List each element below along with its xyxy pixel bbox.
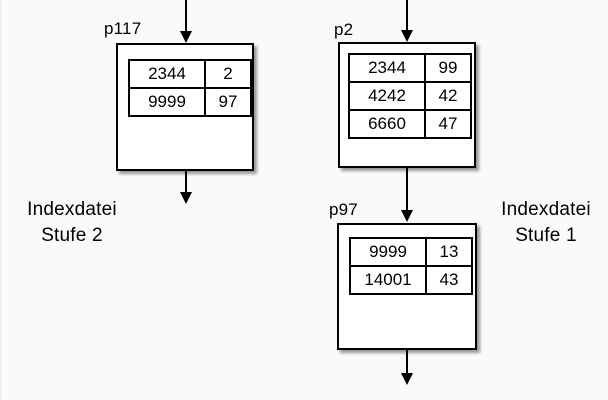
ref-cell: 13	[425, 237, 473, 267]
arrow-stem	[406, 166, 408, 211]
node-box-p2: 2344 99 4242 42 6660 47	[338, 42, 476, 168]
caption-line1: Indexdatei	[27, 199, 117, 220]
key-cell: 2344	[348, 53, 426, 83]
table-row: 14001 43	[349, 265, 473, 295]
arrow-head-icon	[401, 30, 413, 42]
caption-line2: Stufe 1	[515, 225, 577, 246]
ref-cell: 97	[204, 87, 252, 117]
table-row: 9999 13	[349, 237, 473, 267]
caption-line1: Indexdatei	[501, 199, 591, 220]
table-row: 6660 47	[348, 109, 472, 139]
arrow-out-of-p117-icon	[180, 171, 192, 204]
arrow-stem	[185, 0, 187, 32]
index-table-p117: 2344 2 9999 97	[128, 59, 252, 117]
ref-cell: 47	[424, 109, 472, 139]
arrow-stem	[185, 171, 187, 193]
ref-cell: 43	[425, 265, 473, 295]
node-label-p2: p2	[334, 20, 354, 39]
key-cell: 9999	[349, 237, 427, 267]
table-row: 4242 42	[348, 81, 472, 111]
key-cell: 14001	[349, 265, 427, 295]
arrow-stem	[406, 0, 408, 31]
key-cell: 6660	[348, 109, 426, 139]
arrow-stem	[406, 350, 408, 374]
arrow-out-of-p97-icon	[401, 350, 413, 385]
node-label-p117: p117	[104, 19, 142, 38]
caption-indexdatei-stufe-2: Indexdatei Stufe 2	[9, 197, 135, 249]
ref-cell: 99	[424, 53, 472, 83]
table-row: 9999 97	[128, 87, 252, 117]
caption-line2: Stufe 2	[41, 225, 103, 246]
key-cell: 4242	[348, 81, 426, 111]
node-label-p97: p97	[329, 200, 358, 219]
table-row: 2344 2	[128, 59, 252, 89]
node-box-p117: 2344 2 9999 97	[116, 43, 254, 171]
arrow-into-p117-icon	[180, 0, 192, 43]
arrow-head-icon	[180, 192, 192, 204]
table-row: 2344 99	[348, 53, 472, 83]
ref-cell: 42	[424, 81, 472, 111]
arrow-into-p2-icon	[401, 0, 413, 42]
arrow-head-icon	[180, 31, 192, 43]
key-cell: 9999	[128, 87, 206, 117]
key-cell: 2344	[128, 59, 206, 89]
index-table-p2: 2344 99 4242 42 6660 47	[348, 53, 472, 139]
ref-cell: 2	[204, 59, 252, 89]
arrow-head-icon	[401, 373, 413, 385]
caption-indexdatei-stufe-1: Indexdatei Stufe 1	[483, 197, 608, 249]
node-box-p97: 9999 13 14001 43	[337, 223, 477, 350]
arrow-p2-to-p97-icon	[401, 166, 413, 222]
index-table-p97: 9999 13 14001 43	[349, 237, 473, 295]
arrow-head-icon	[401, 210, 413, 222]
